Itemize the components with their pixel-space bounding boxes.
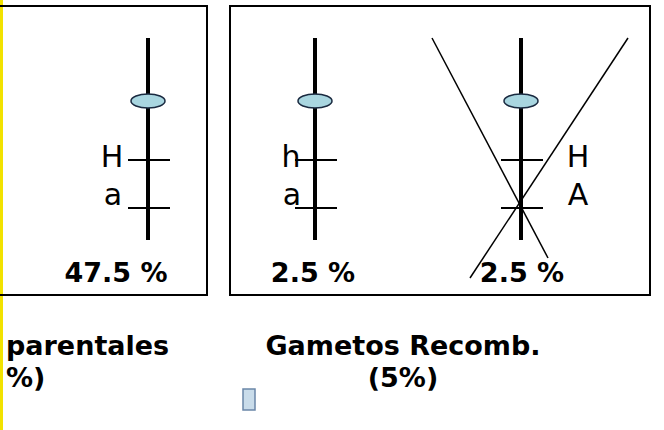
gene-allele: H <box>101 142 124 172</box>
gene-allele: a <box>104 180 122 210</box>
chromosome <box>295 38 337 240</box>
gene-allele: a <box>283 180 301 210</box>
percentage: 2.5 % <box>480 259 564 286</box>
gene-allele: A <box>568 180 589 210</box>
gene-allele: H <box>567 142 590 172</box>
small-icon <box>243 389 255 410</box>
caption-label: Gametos Recomb. (5%) <box>250 330 556 395</box>
chromosome <box>128 38 170 240</box>
percentage: 47.5 % <box>64 259 167 286</box>
gamete-box: Ha 47.5 % <box>0 5 208 296</box>
yellow-edge-bar <box>0 0 3 430</box>
gene-allele: h <box>281 142 300 172</box>
caption-label: parentales %) <box>6 330 197 395</box>
cross-out-mark <box>432 38 628 278</box>
percentage: 2.5 % <box>271 259 355 286</box>
gamete-box: ha 2.5 % HA 2.5 % <box>229 5 651 296</box>
